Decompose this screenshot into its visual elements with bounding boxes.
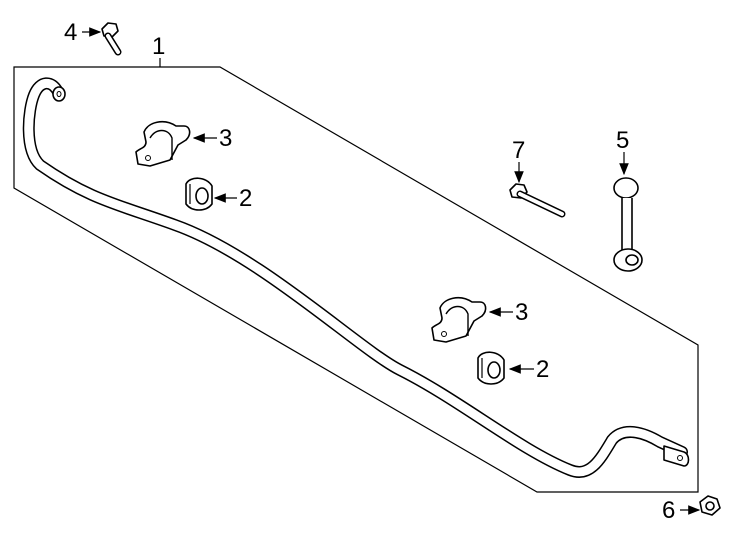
callout-3-lower: 3 [515,299,528,326]
callout-1: 1 [152,33,165,60]
stabilizer-bar [22,77,690,478]
group-boundary [13,66,699,493]
bracket-lower-part [431,296,487,343]
nut-part [699,495,721,516]
callout-6: 6 [662,497,675,524]
callout-3-upper: 3 [219,125,232,152]
callout-5: 5 [616,127,629,154]
bolt-part [101,22,122,56]
callout-2-upper: 2 [239,185,252,212]
bushing-lower-part [477,351,505,385]
link-part [613,177,643,272]
link-bolt-part [509,183,566,218]
bracket-upper-part [135,120,191,167]
callout-2-lower: 2 [536,356,549,383]
callout-7: 7 [512,137,525,164]
callout-4: 4 [64,19,77,46]
bushing-upper-part [185,177,213,211]
